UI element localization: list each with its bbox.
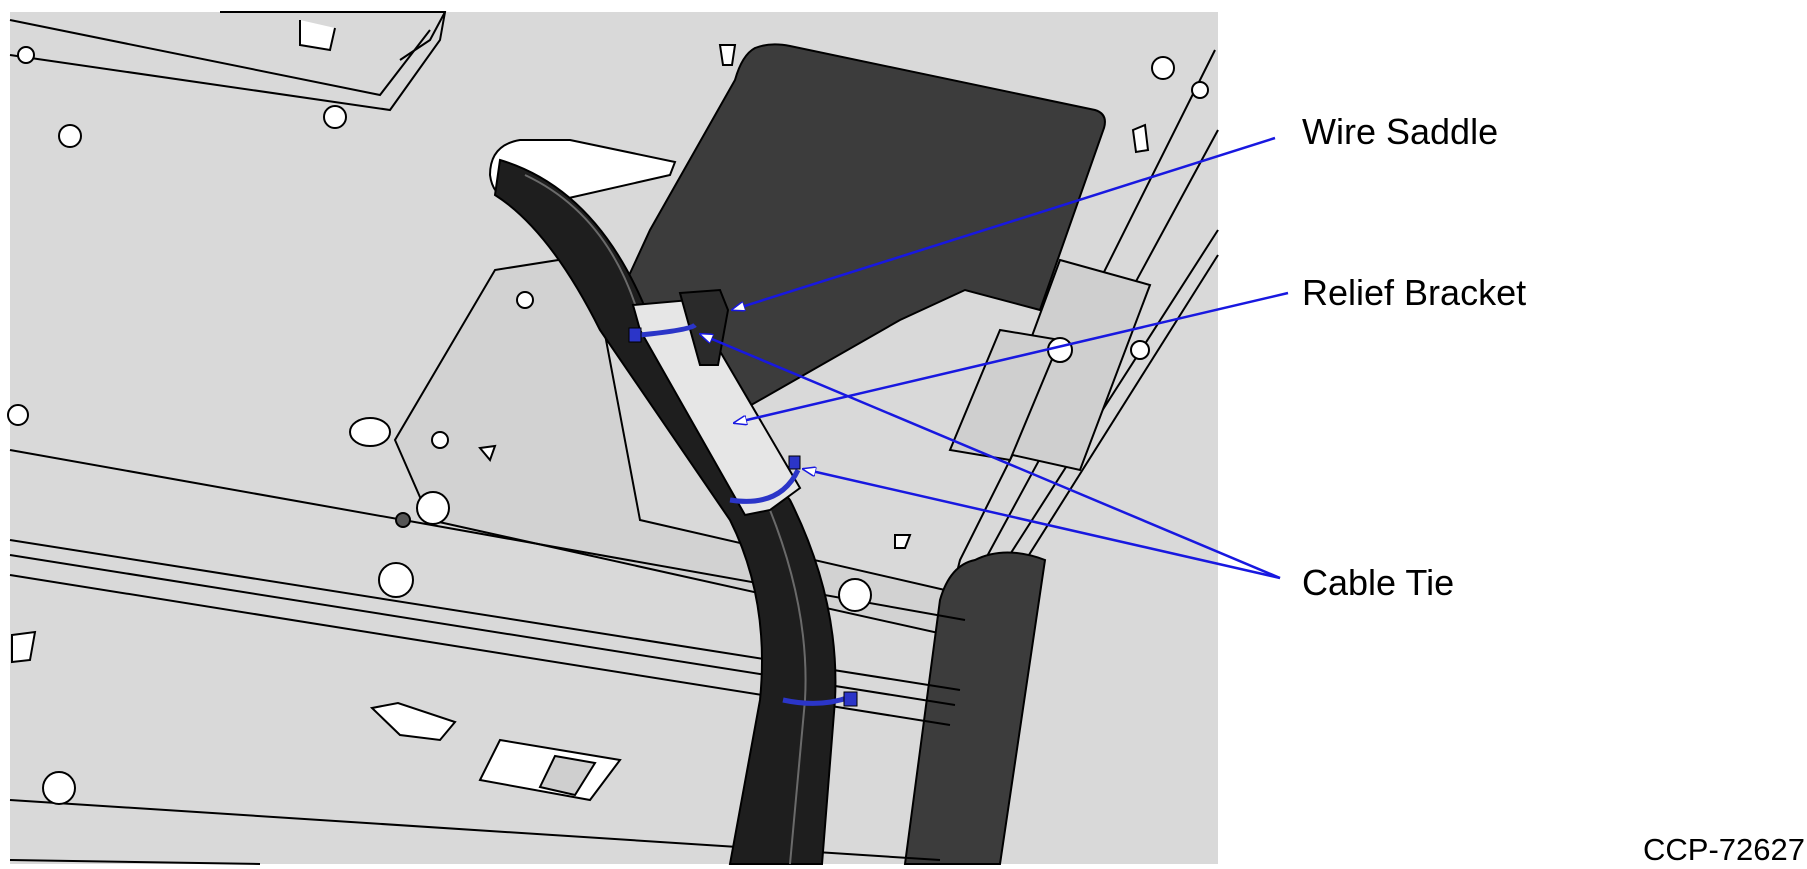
side-handle: [903, 551, 1047, 865]
leader-wire-saddle: [732, 136, 1276, 310]
wire-saddle-label: Wire Saddle: [1302, 111, 1499, 152]
fasteners: [7, 44, 1209, 805]
top-bracket: [9, 11, 447, 112]
leader-cable-tie-upper: [700, 334, 1281, 580]
bottom-cutouts: [11, 630, 622, 802]
wire-saddle-block: [678, 288, 730, 366]
leader-cable-tie-lower: [803, 469, 1281, 580]
cable-tie-heads: [628, 327, 858, 707]
figure-id: CCP-72627: [1643, 832, 1805, 867]
relief-bracket-label: Relief Bracket: [1302, 272, 1527, 313]
dark-plate: [618, 43, 1106, 442]
leader-lines: [700, 136, 1289, 580]
cable-tie-label: Cable Tie: [1302, 562, 1455, 603]
leader-relief-bracket: [734, 291, 1289, 423]
cable-bundle: [493, 158, 837, 865]
